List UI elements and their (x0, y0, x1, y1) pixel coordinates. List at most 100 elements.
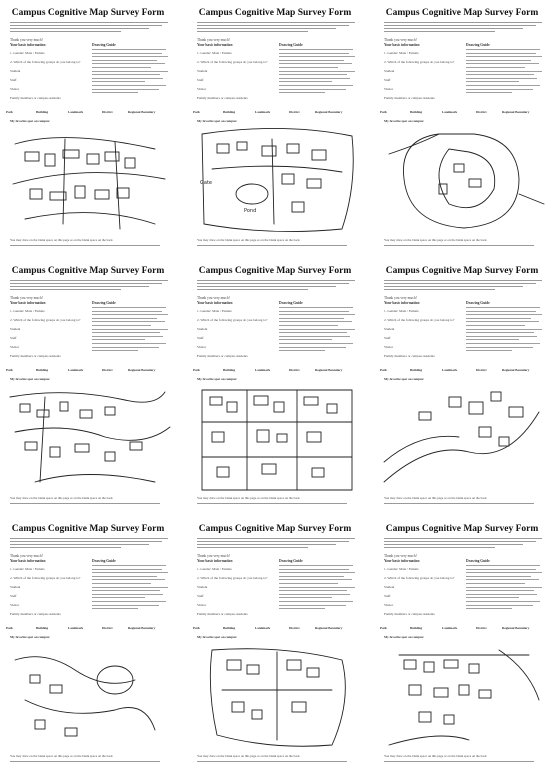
drawing-guide-heading: Drawing Guide (92, 301, 116, 305)
intro-paragraph (384, 280, 542, 295)
legend-path: Path (380, 368, 387, 372)
family-option: Family members or campus residents (10, 96, 61, 100)
basic-info-heading: Your basic information (10, 559, 46, 563)
form-title: Campus Cognitive Map Survey Form (198, 8, 352, 18)
footer-note: You may draw on the blank space on this … (384, 754, 487, 758)
basic-info-list: 1. Gender: Male / Female 2. Which of the… (384, 565, 459, 619)
drawing-guide-heading: Drawing Guide (92, 559, 116, 563)
survey-page-3: Campus Cognitive Map Survey Form Thank y… (376, 2, 548, 252)
footer-fields-line (197, 245, 347, 246)
basic-info-list: 1. Gender: Male / Female 2. Which of the… (384, 307, 459, 361)
map-legend: Path Building Landmark District Regional… (380, 368, 546, 376)
legend-boundary: Regional Boundary (128, 110, 156, 114)
footer-note: You may draw on the blank space on this … (197, 238, 300, 242)
legend-path: Path (380, 110, 387, 114)
student-option: Student (197, 585, 208, 589)
hand-drawn-map (14, 656, 156, 737)
intro-paragraph (10, 538, 168, 553)
basic-info-list: 1. Gender: Male / Female 2. Which of the… (10, 565, 85, 619)
thanks-text: Thank you very much! (197, 296, 230, 300)
intro-paragraph (10, 280, 168, 295)
legend-district: District (289, 368, 300, 372)
legend-boundary: Regional Boundary (502, 626, 530, 630)
map-legend: Path Building Landmark District Regional… (6, 626, 172, 634)
footer-fields-line (10, 503, 160, 504)
basic-info-list: 1. Gender: Male / Female 2. Which of the… (384, 49, 459, 103)
staff-option: Staff (10, 336, 17, 340)
form-title: Campus Cognitive Map Survey Form (11, 524, 165, 534)
basic-info-heading: Your basic information (10, 43, 46, 47)
form-title: Campus Cognitive Map Survey Form (11, 8, 165, 18)
legend-landmark: Landmark (442, 368, 458, 372)
legend-district: District (476, 626, 487, 630)
form-title: Campus Cognitive Map Survey Form (198, 266, 352, 276)
family-option: Family members or campus residents (384, 612, 435, 616)
intro-paragraph (197, 280, 355, 295)
gender-item: 1. Gender: Male / Female (197, 309, 232, 313)
visitor-option: Visitor (10, 87, 20, 91)
svg-text:Pond: Pond (244, 208, 256, 214)
hand-drawn-map (209, 648, 346, 747)
thanks-text: Thank you very much! (384, 296, 417, 300)
favorite-spot-label: My favorite spot on campus: (10, 635, 51, 639)
footer-fields-line (384, 503, 534, 504)
legend-landmark: Landmark (255, 368, 271, 372)
legend-boundary: Regional Boundary (128, 368, 156, 372)
legend-district: District (289, 626, 300, 630)
favorite-spot-label: My favorite spot on campus: (197, 377, 238, 381)
map-legend: Path Building Landmark District Regional… (193, 368, 359, 376)
staff-option: Staff (384, 336, 391, 340)
thanks-text: Thank you very much! (384, 38, 417, 42)
student-option: Student (10, 69, 21, 73)
gender-item: 1. Gender: Male / Female (10, 309, 45, 313)
family-option: Family members or campus residents (384, 96, 435, 100)
basic-info-list: 1. Gender: Male / Female 2. Which of the… (197, 565, 272, 619)
hand-drawn-map (201, 389, 353, 491)
legend-boundary: Regional Boundary (315, 110, 343, 114)
staff-option: Staff (10, 594, 17, 598)
footer-note: You may draw on the blank space on this … (197, 496, 300, 500)
visitor-option: Visitor (384, 345, 394, 349)
drawing-guide-text (466, 49, 542, 107)
hand-drawn-map (12, 137, 166, 230)
group-item: 2. Which of the following groups do you … (384, 576, 455, 580)
thanks-text: Thank you very much! (384, 554, 417, 558)
survey-page-6: Campus Cognitive Map Survey Form Thank y… (376, 260, 548, 510)
legend-building: Building (223, 110, 236, 114)
staff-option: Staff (197, 78, 204, 82)
group-item: 2. Which of the following groups do you … (197, 576, 268, 580)
family-option: Family members or campus residents (10, 612, 61, 616)
footer-fields-line (384, 761, 534, 762)
legend-path: Path (380, 626, 387, 630)
legend-path: Path (6, 626, 13, 630)
drawing-guide-text (466, 307, 542, 365)
legend-district: District (102, 368, 113, 372)
legend-path: Path (193, 368, 200, 372)
legend-district: District (476, 110, 487, 114)
hand-drawn-map (9, 391, 171, 483)
drawing-guide-text (92, 307, 168, 365)
drawing-guide-heading: Drawing Guide (279, 43, 303, 47)
survey-page-2: Campus Cognitive Map Survey Form Thank y… (189, 2, 361, 252)
favorite-spot-label: My favorite spot on campus: (384, 377, 425, 381)
legend-district: District (476, 368, 487, 372)
map-legend: Path Building Landmark District Regional… (193, 110, 359, 118)
favorite-spot-label: My favorite spot on campus: (10, 377, 51, 381)
visitor-option: Visitor (10, 345, 20, 349)
legend-district: District (102, 626, 113, 630)
drawing-guide-heading: Drawing Guide (466, 301, 490, 305)
intro-paragraph (10, 22, 168, 37)
favorite-spot-label: My favorite spot on campus: (197, 635, 238, 639)
legend-boundary: Regional Boundary (128, 626, 156, 630)
thanks-text: Thank you very much! (197, 554, 230, 558)
basic-info-list: 1. Gender: Male / Female 2. Which of the… (10, 307, 85, 361)
basic-info-heading: Your basic information (197, 301, 233, 305)
family-option: Family members or campus residents (197, 612, 248, 616)
thanks-text: Thank you very much! (10, 554, 43, 558)
staff-option: Staff (384, 594, 391, 598)
student-option: Student (384, 585, 395, 589)
student-option: Student (384, 327, 395, 331)
visitor-option: Visitor (197, 87, 207, 91)
legend-building: Building (410, 626, 423, 630)
hand-drawn-map (383, 391, 540, 483)
